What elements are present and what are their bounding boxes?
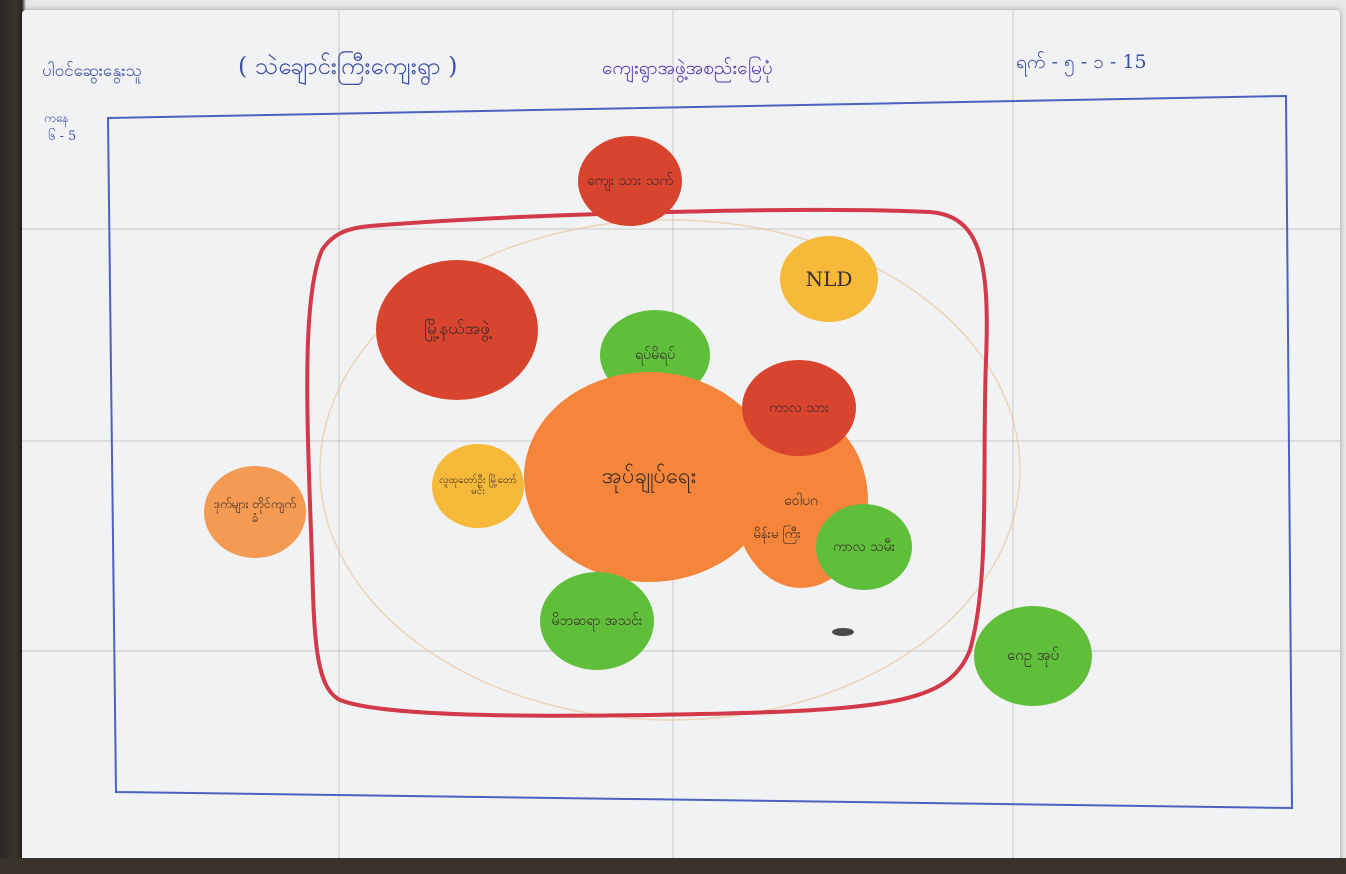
circle-orange-left: ဒုက်များ တိုင်ကျက် ခံ	[204, 466, 306, 558]
fold-crease	[22, 228, 1340, 230]
ink-smudge	[832, 628, 854, 636]
fold-crease	[22, 650, 1340, 652]
fold-crease	[338, 10, 340, 862]
blue-frame	[106, 94, 1294, 810]
red-boundary	[305, 207, 989, 718]
date-label: ရက် - ၅ - ၁ - 15	[1016, 51, 1147, 73]
pencil-circle	[319, 219, 1021, 721]
table-surface	[0, 858, 1346, 874]
participants-label: ပါဝင်ဆွေးနွေးသူ	[42, 61, 143, 81]
village-title: ( သဲချောင်းကြီးကျေးရွာ )	[238, 52, 458, 80]
circle-outside-green: ဂေဥ အုပ်	[974, 606, 1092, 706]
circle-young-men: ကာလ သား	[742, 360, 856, 456]
circle-administration: အုပ်ချုပ်ရေး	[524, 372, 774, 582]
circle-village-elders: ကျေး သား သက်	[578, 136, 682, 226]
corner-note: ၆ - 5	[48, 129, 77, 144]
circle-township: မြို့နယ်အဖွဲ့	[376, 260, 538, 400]
corner-note: ကနေ	[44, 111, 69, 125]
circle-community-leader: လူထုတော်ဦး မြို့တော်မင်း	[432, 444, 524, 528]
fold-crease	[1012, 10, 1014, 862]
map-title: ကျေးရွာအဖွဲ့အစည်းမြေပုံ	[602, 57, 773, 79]
circle-parent-teacher: မိဘဆရာ အသင်း	[540, 572, 654, 670]
circle-nld: NLD	[780, 236, 878, 322]
circle-women-elder: မိန်းမ ကြီး	[753, 526, 801, 542]
circle-young-women: ကာလ သမီး	[816, 504, 912, 590]
